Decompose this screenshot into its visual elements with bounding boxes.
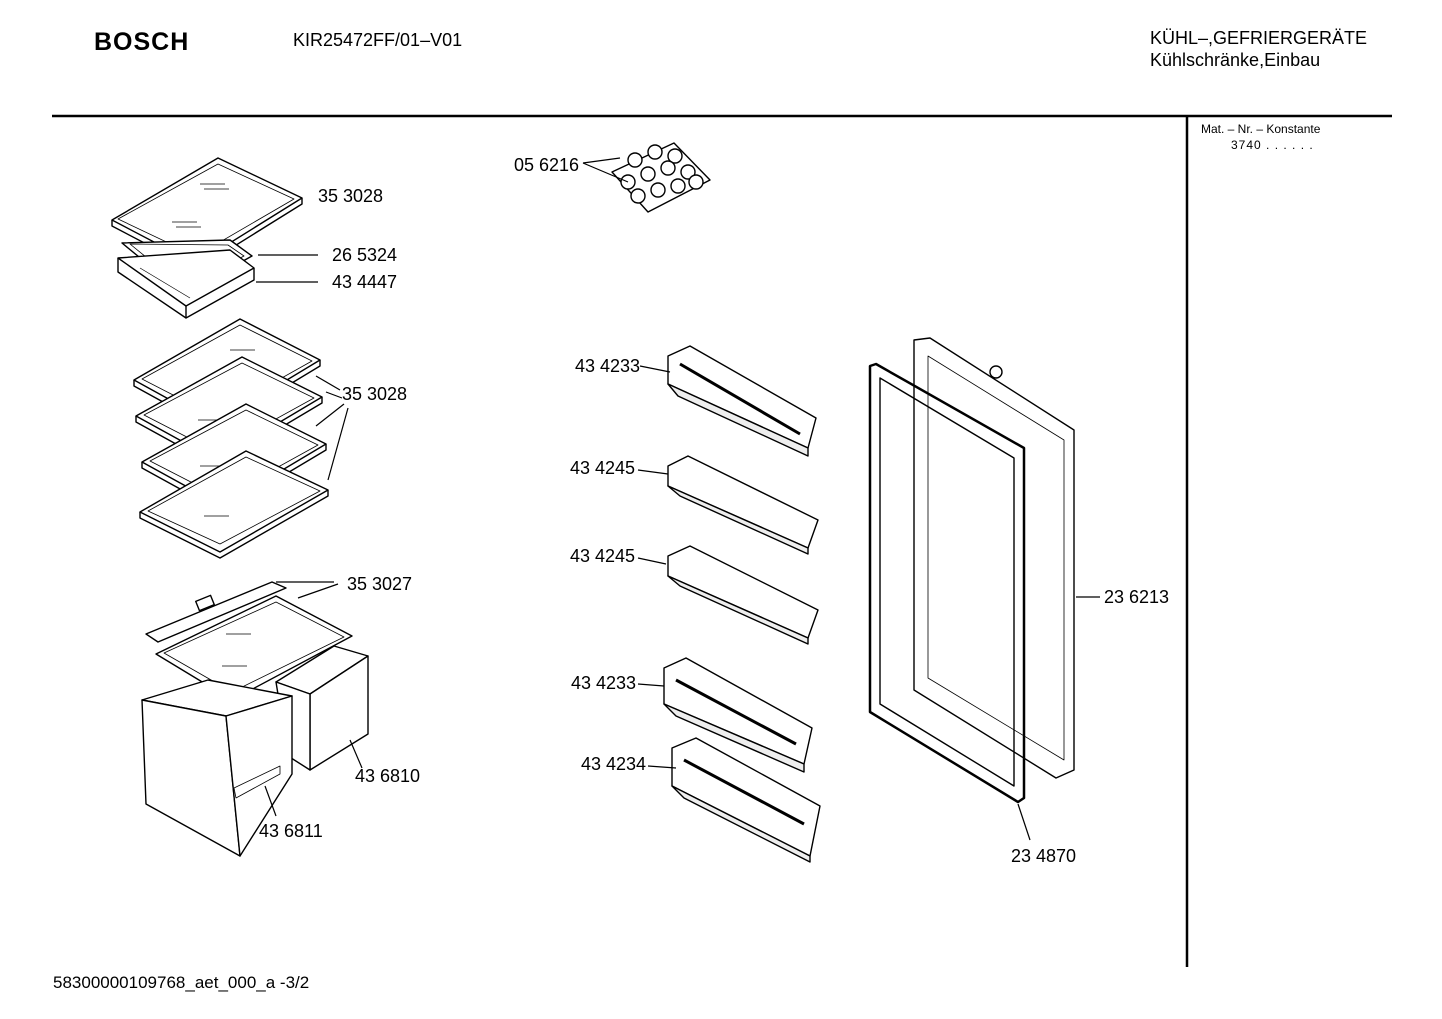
category-title: KÜHL–,GEFRIERGERÄTE [1150, 28, 1368, 48]
crisper-drawer-left [141, 679, 293, 857]
part-label-434234: 43 4234 [581, 754, 647, 774]
door-gasket [868, 362, 1026, 804]
part-label-434233-bottom: 43 4233 [571, 673, 637, 693]
part-label-434233-top: 43 4233 [575, 356, 641, 376]
door-bin-2 [667, 455, 819, 555]
part-label-353027: 35 3027 [347, 574, 413, 594]
part-label-265324: 26 5324 [332, 245, 398, 265]
part-label-434245-b: 43 4245 [570, 546, 636, 566]
frame-rules [52, 114, 1392, 967]
part-label-234870: 23 4870 [1011, 846, 1077, 866]
part-label-436810: 43 6810 [355, 766, 421, 786]
door-panel [913, 337, 1075, 779]
glass-shelf-4 [139, 450, 329, 559]
shallow-drawer [117, 249, 255, 319]
part-label-434245-a: 43 4245 [570, 458, 636, 478]
document-id: 58300000109768_aet_000_a -3/2 [53, 973, 310, 992]
mat-nr-header: Mat. – Nr. – Konstante [1201, 122, 1321, 136]
egg-tray [611, 142, 711, 213]
model-number: KIR25472FF/01–V01 [293, 30, 463, 50]
leader-lines [256, 157, 1100, 841]
door-bin-3 [667, 545, 819, 645]
part-label-353028-group: 35 3028 [342, 384, 408, 404]
crisper-cover-shelf [145, 581, 353, 701]
brand-logo: BOSCH [94, 28, 190, 56]
door-bin-1 [667, 345, 817, 457]
category-subtitle: Kühlschränke,Einbau [1150, 50, 1321, 70]
mat-nr-value: 3740 . . . . . . [1231, 138, 1314, 152]
part-label-353028-top: 35 3028 [318, 186, 384, 206]
door-bin-5 [671, 737, 821, 863]
door-bin-4 [663, 657, 813, 773]
part-label-236213: 23 6213 [1104, 587, 1170, 607]
part-label-056216: 05 6216 [514, 155, 580, 175]
part-label-436811: 43 6811 [259, 821, 323, 841]
part-label-434447: 43 4447 [332, 272, 398, 292]
